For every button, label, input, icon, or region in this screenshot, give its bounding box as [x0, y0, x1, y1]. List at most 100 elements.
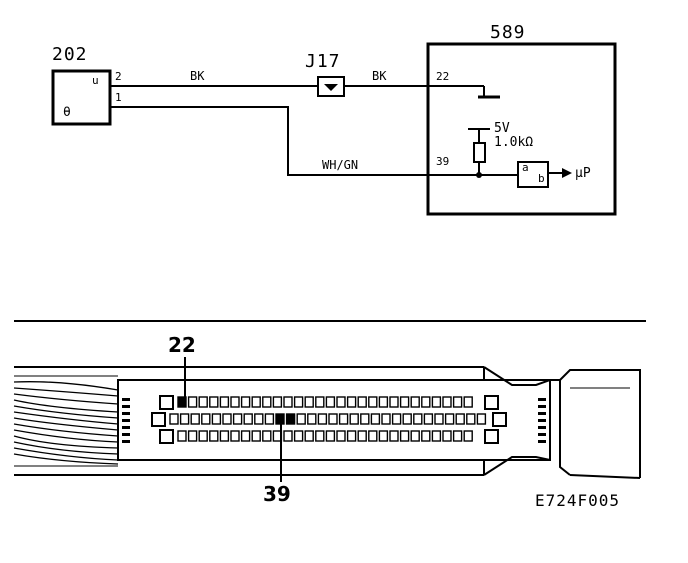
pin-cavity [357, 430, 367, 442]
pin-cavity [177, 430, 187, 442]
pin-cavity [325, 396, 336, 408]
wire-wh-gn [110, 106, 428, 176]
pin-cavity [360, 413, 370, 425]
pin-cavity [293, 396, 304, 408]
pin-cavity [169, 413, 179, 425]
pin-cavity [413, 413, 423, 425]
pin-cavity [219, 430, 230, 442]
pin-cavity [251, 396, 261, 408]
pin-cavity [198, 396, 208, 408]
pin-cavity [410, 396, 420, 408]
pin-cavity [338, 413, 349, 425]
sensor-id-label: 202 [52, 44, 88, 65]
pin-cavity [187, 430, 198, 442]
pin-cavity [251, 430, 261, 442]
pin-cavity [315, 430, 325, 442]
pin-cavity [423, 413, 434, 425]
sensor-symbol-top: u [92, 74, 99, 87]
connector-body [14, 366, 641, 479]
resistor-value-label: 1.0kΩ [494, 135, 533, 150]
pin-cavity [328, 413, 338, 425]
pin-cavity [307, 413, 317, 425]
pin-cavity [232, 413, 243, 425]
pin-cavity [222, 413, 232, 425]
gate-input-label: a [522, 161, 529, 174]
pin-cavity [240, 430, 251, 442]
output-arrow-icon [562, 168, 572, 178]
pin-cavity [254, 413, 264, 425]
pin-cavity [466, 413, 476, 425]
sensor-202-box [51, 69, 112, 126]
ecu-589-box [426, 42, 617, 216]
pin-cavity [389, 396, 399, 408]
highlighted-pin-cavity [275, 413, 285, 425]
pin-cavity [463, 430, 473, 442]
pin-cavity [283, 430, 293, 442]
pin-cavity [410, 430, 420, 442]
ecu-pin-39-label: 39 [436, 155, 449, 168]
pin-cavity [452, 396, 463, 408]
left-teeth [122, 398, 130, 443]
pin-cavity [378, 430, 389, 442]
pin-cavity [240, 396, 251, 408]
pin-cavity [336, 430, 346, 442]
pin-cavity [230, 396, 240, 408]
pin-cavity [444, 413, 455, 425]
wire-bk-label-left: BK [190, 69, 205, 83]
pin-cavity [421, 430, 431, 442]
highlighted-pin-cavity [177, 396, 187, 408]
pin-cavity [402, 413, 412, 425]
pin-cavity [293, 430, 304, 442]
pin-cavity [315, 396, 325, 408]
pin-cavity [209, 396, 219, 408]
pin-cavity [346, 430, 357, 442]
pin-cavity [399, 396, 410, 408]
pin-22-callout: 22 [168, 333, 196, 357]
pin-cavity [283, 396, 293, 408]
pin-cavity [442, 430, 452, 442]
sensor-pin-1-label: 1 [115, 91, 122, 104]
pin-cavity [391, 413, 402, 425]
pin-cavity [389, 430, 399, 442]
pin-cavity [346, 396, 357, 408]
pin-cavity [463, 396, 473, 408]
resistor-icon [473, 142, 486, 163]
pin-cavity [476, 413, 487, 425]
sensor-pin-2-label: 2 [115, 70, 122, 83]
pin-39-callout: 39 [263, 482, 291, 506]
pin-cavity [317, 413, 328, 425]
pin-cavity [368, 430, 378, 442]
pin-cavity [211, 413, 222, 425]
pin-cavity [442, 396, 452, 408]
pin-cavity [370, 413, 381, 425]
pin-cavity [187, 396, 198, 408]
pin-cavity [264, 413, 275, 425]
pin-cavity [455, 413, 465, 425]
pin-cavity [325, 430, 336, 442]
pin-cavity [378, 396, 389, 408]
pin-cavity [381, 413, 391, 425]
pin-cavity [243, 413, 253, 425]
pin-cavity [201, 413, 211, 425]
pin-cavity [336, 396, 346, 408]
pin-cavity-grid [169, 396, 487, 442]
wire-bundle-hatching [13, 381, 119, 465]
supply-voltage-label: 5V [494, 121, 510, 136]
pin-cavity [434, 413, 444, 425]
connector-j17-symbol [324, 84, 338, 91]
ecu-pin-22-label: 22 [436, 70, 449, 83]
pin-cavity [179, 413, 190, 425]
pin-cavity [262, 396, 272, 408]
pin-cavity [219, 396, 230, 408]
highlighted-pin-cavity [285, 413, 296, 425]
pin-cavity [272, 396, 283, 408]
sensor-symbol-main: θ [63, 105, 71, 120]
pin-cavity [368, 396, 378, 408]
pin-cavity [452, 430, 463, 442]
ecu-id-label: 589 [490, 22, 526, 43]
wire-bk-label-right: BK [372, 69, 387, 83]
figure-code-label: E724F005 [535, 491, 620, 510]
pin-cavity [209, 430, 219, 442]
schmitt-gate-icon [517, 161, 549, 188]
